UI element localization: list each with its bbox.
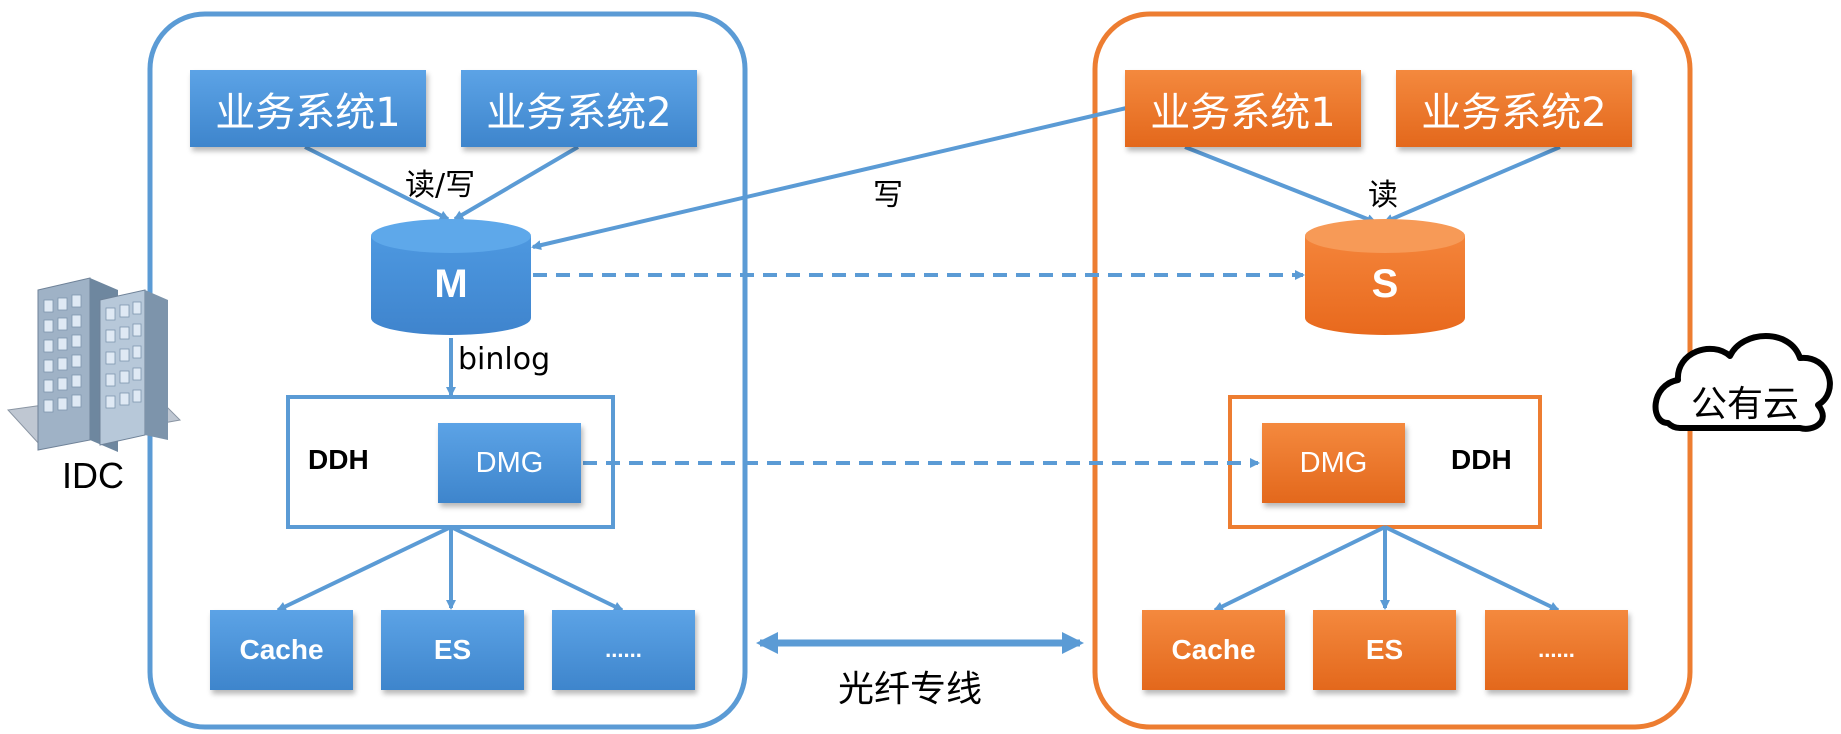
idc-cache-box[interactable]: Cache — [210, 610, 353, 690]
cloud-more-box[interactable]: ...... — [1485, 610, 1628, 690]
idc-sys1-to-m-arrow — [304, 145, 450, 221]
public-cloud-label: 公有云 — [1691, 384, 1800, 425]
cloud-sys1-to-s-arrow — [1184, 145, 1377, 224]
idc-ddh-to-more-arrow — [450, 525, 624, 612]
cloud-business-system-1[interactable]: 业务系统1 — [1125, 70, 1361, 147]
cloud-dmg-box[interactable]: DMG — [1262, 423, 1405, 503]
idc-ddh-label: DDH — [308, 444, 369, 475]
idc-business-system-2[interactable]: 业务系统2 — [461, 70, 697, 147]
read-write-label: 读/写 — [405, 168, 476, 203]
idc-business-system-1[interactable]: 业务系统1 — [190, 70, 426, 147]
master-db-label: M — [434, 262, 468, 306]
idc-es-box[interactable]: ES — [381, 610, 524, 690]
cloud-cache-box[interactable]: Cache — [1142, 610, 1285, 690]
slave-db-label: S — [1371, 262, 1399, 306]
slave-db-icon — [1305, 219, 1465, 335]
idc-dmg-box[interactable]: DMG — [438, 423, 581, 503]
cloud-ddh-to-cache-arrow — [1213, 525, 1386, 612]
idc-sys2-to-m-arrow — [453, 145, 580, 221]
cloud-write-to-m-arrow — [531, 104, 1136, 251]
cloud-ddh-to-more-arrow — [1384, 525, 1560, 612]
cloud-es-box[interactable]: ES — [1313, 610, 1456, 690]
cloud-icon — [1652, 333, 1833, 432]
idc-ddh-to-cache-arrow — [276, 525, 452, 612]
building-icon — [6, 277, 182, 452]
fiber-link-label: 光纤专线 — [838, 669, 983, 710]
cloud-ddh-label: DDH — [1451, 444, 1512, 475]
master-db-icon — [371, 219, 531, 335]
cloud-sys2-to-s-arrow — [1383, 145, 1561, 224]
write-label: 写 — [873, 178, 903, 213]
binlog-label: binlog — [458, 342, 551, 377]
read-label: 读 — [1368, 178, 1398, 213]
idc-label: IDC — [62, 455, 124, 496]
cloud-business-system-2[interactable]: 业务系统2 — [1396, 70, 1632, 147]
idc-more-box[interactable]: ...... — [552, 610, 695, 690]
